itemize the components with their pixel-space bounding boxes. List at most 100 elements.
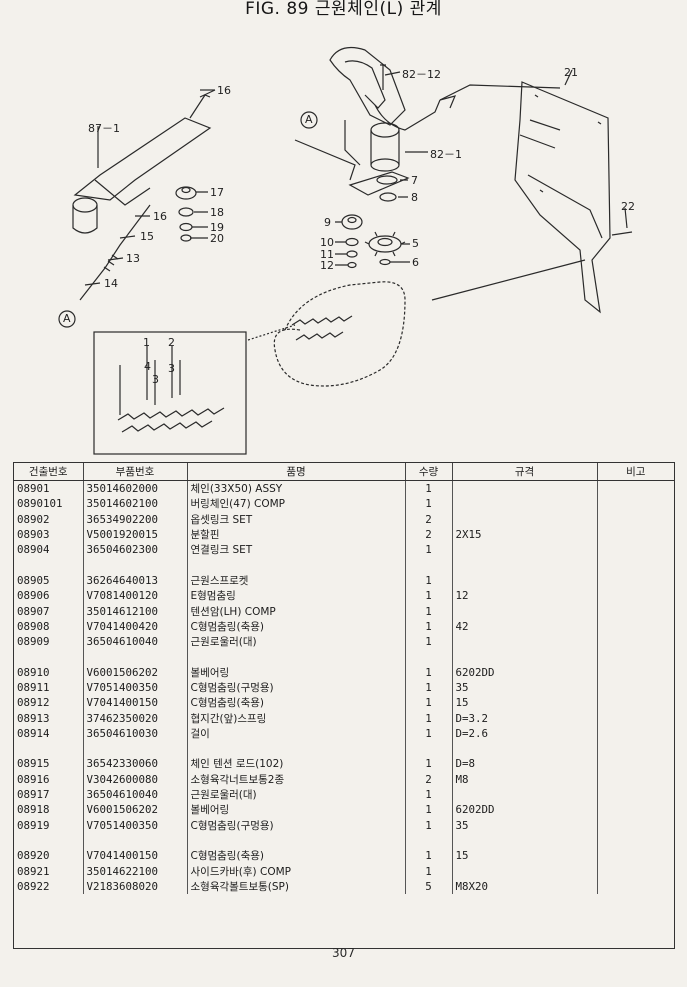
- table-cell-name: 볼베어링: [187, 802, 406, 818]
- callout-6: 6: [412, 256, 419, 269]
- callout-82-1: 82－1: [430, 148, 462, 161]
- table-cell-part: 36542330060: [83, 756, 188, 772]
- table-cell-empty: [452, 649, 598, 665]
- table-cell-spec: [452, 863, 598, 879]
- table-cell-part: V6001506202: [83, 802, 188, 818]
- table-cell-note: [597, 848, 674, 863]
- table-cell-part: 36504610030: [83, 725, 188, 742]
- table-cell-name: 걸이: [187, 725, 406, 742]
- table-cell-note: [597, 588, 674, 603]
- table-cell-spec: [452, 572, 598, 589]
- inset-callout-3b: 3: [168, 362, 175, 375]
- table-cell-no: 08902: [14, 511, 84, 527]
- table-cell-no: 08913: [14, 710, 84, 726]
- table-cell-empty: [83, 832, 188, 849]
- table-cell-part: V7041400420: [83, 618, 188, 634]
- callout-11: 11: [320, 248, 334, 261]
- table-cell-part: 35014612100: [83, 603, 188, 619]
- table-cell-qty: 1: [405, 756, 453, 772]
- table-cell-spec: 12: [452, 588, 598, 604]
- table-cell-part: V7041400150: [83, 695, 188, 711]
- table-cell-no: 08917: [14, 786, 84, 803]
- table-cell-no: 08905: [14, 572, 84, 589]
- table-cell-qty: 1: [405, 863, 453, 879]
- callout-22: 22: [621, 200, 635, 213]
- detail-inset: [93, 331, 247, 455]
- table-cell-no: 08906: [14, 588, 84, 604]
- table-cell-empty: [14, 557, 84, 573]
- table-cell-spec: 2X15: [452, 526, 598, 543]
- table-cell-note: [597, 619, 674, 634]
- callout-18: 18: [210, 206, 224, 219]
- table-spacer-row: [14, 649, 674, 665]
- table-cell-spec: [452, 542, 598, 558]
- table-cell-no: 08920: [14, 848, 84, 864]
- header-quantity: 수량: [405, 463, 453, 481]
- table-cell-no: 08912: [14, 695, 84, 711]
- table-cell-note: [597, 481, 674, 497]
- table-cell-qty: 1: [405, 786, 453, 803]
- table-cell-no: 08914: [14, 725, 84, 742]
- table-cell-part: V5001920015: [83, 526, 188, 543]
- table-cell-no: 08910: [14, 664, 84, 680]
- table-cell-empty: [187, 649, 406, 665]
- table-cell-part: V6001506202: [83, 664, 188, 680]
- table-spacer-row: [14, 741, 674, 757]
- table-cell-spec: 6202DD: [452, 664, 598, 680]
- table-cell-empty: [597, 833, 674, 848]
- table-cell-part: 36264640013: [83, 572, 188, 589]
- table-cell-empty: [452, 741, 598, 757]
- side-cover: [514, 81, 611, 314]
- table-cell-no: 08911: [14, 679, 84, 696]
- table-cell-no: 0890101: [14, 496, 84, 512]
- table-cell-qty: 1: [405, 679, 453, 696]
- table-cell-no: 08915: [14, 756, 84, 772]
- table-cell-name: 체인(33X50) ASSY: [187, 480, 406, 497]
- table-cell-qty: 1: [405, 496, 453, 512]
- callout-20: 20: [210, 232, 224, 245]
- table-cell-no: 08904: [14, 542, 84, 558]
- table-cell-name: E형멈춤링: [187, 588, 406, 604]
- table-cell-spec: [452, 633, 598, 650]
- table-cell-qty: 1: [405, 848, 453, 864]
- callout-15: 15: [140, 230, 154, 243]
- table-cell-name: C형멈춤링(축용): [187, 848, 406, 864]
- callout-19: 19: [210, 221, 224, 234]
- table-cell-part: 35014602100: [83, 496, 188, 512]
- table-cell-name: 사이드카바(후) COMP: [187, 863, 406, 879]
- exploded-parts-diagram: 16 87－1 17 16 18 19 20 15 13 14 A A 82－1…: [0, 0, 687, 460]
- callout-9: 9: [324, 216, 331, 229]
- table-cell-qty: 1: [405, 817, 453, 833]
- inset-callout-4: 4: [144, 360, 151, 373]
- table-cell-note: [597, 787, 674, 802]
- callout-16a: 16: [217, 84, 231, 97]
- table-cell-note: [597, 665, 674, 680]
- callout-21: 21: [564, 66, 578, 79]
- table-cell-name: 협지간(앞)스프링: [187, 710, 406, 726]
- table-cell-no: 08909: [14, 633, 84, 650]
- table-cell-qty: 1: [405, 618, 453, 634]
- table-cell-note: [597, 680, 674, 695]
- table-header-row: 건출번호 부품번호 품명 수량 규격 비고: [14, 463, 674, 481]
- table-cell-note: [597, 726, 674, 741]
- table-cell-no: 08919: [14, 817, 84, 833]
- table-cell-note: [597, 603, 674, 618]
- page-title: FIG. 89 근원체인(L) 관계: [245, 0, 442, 19]
- table-cell-empty: [597, 649, 674, 664]
- table-cell-spec: D=2.6: [452, 725, 598, 742]
- table-cell-qty: 2: [405, 526, 453, 543]
- table-cell-no: 08903: [14, 526, 84, 543]
- table-cell-name: C형멈춤링(축용): [187, 695, 406, 711]
- table-cell-qty: 2: [405, 771, 453, 787]
- callout-82-12: 82－12: [402, 68, 441, 81]
